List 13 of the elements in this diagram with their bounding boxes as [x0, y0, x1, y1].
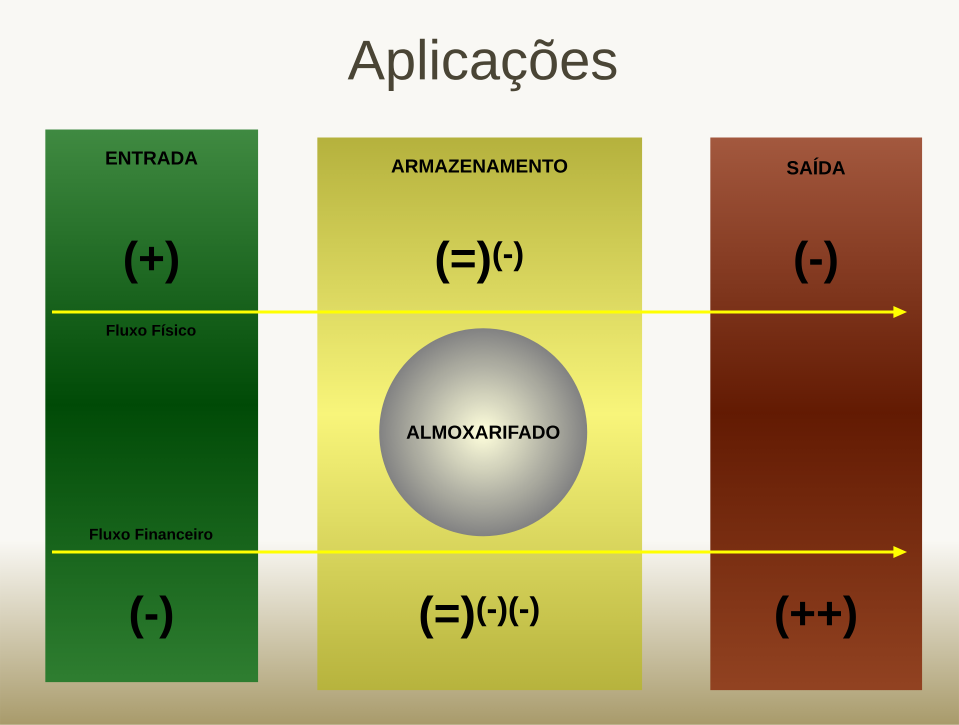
sign-label: (+): [125, 240, 178, 284]
sign-label: (-): [130, 596, 172, 638]
sphere: ALMOXARIFADO: [406, 425, 560, 439]
edge-label: Fluxo Físico: [106, 324, 196, 336]
sign-label: (=)$^{(-)(-)}$: [420, 596, 539, 638]
edge-label: Fluxo Financeiro: [90, 528, 212, 540]
sign-label: (-): [795, 240, 837, 284]
slide-title: Aplicações: [348, 38, 616, 92]
column-heading: ENTRADA: [106, 151, 198, 165]
column-heading: ARMAZENAMENTO: [392, 159, 568, 173]
sign-label: (=)$^{(-)}$: [436, 240, 522, 284]
column-heading: SAÍDA: [787, 158, 846, 174]
sign-label: (++): [776, 596, 856, 638]
